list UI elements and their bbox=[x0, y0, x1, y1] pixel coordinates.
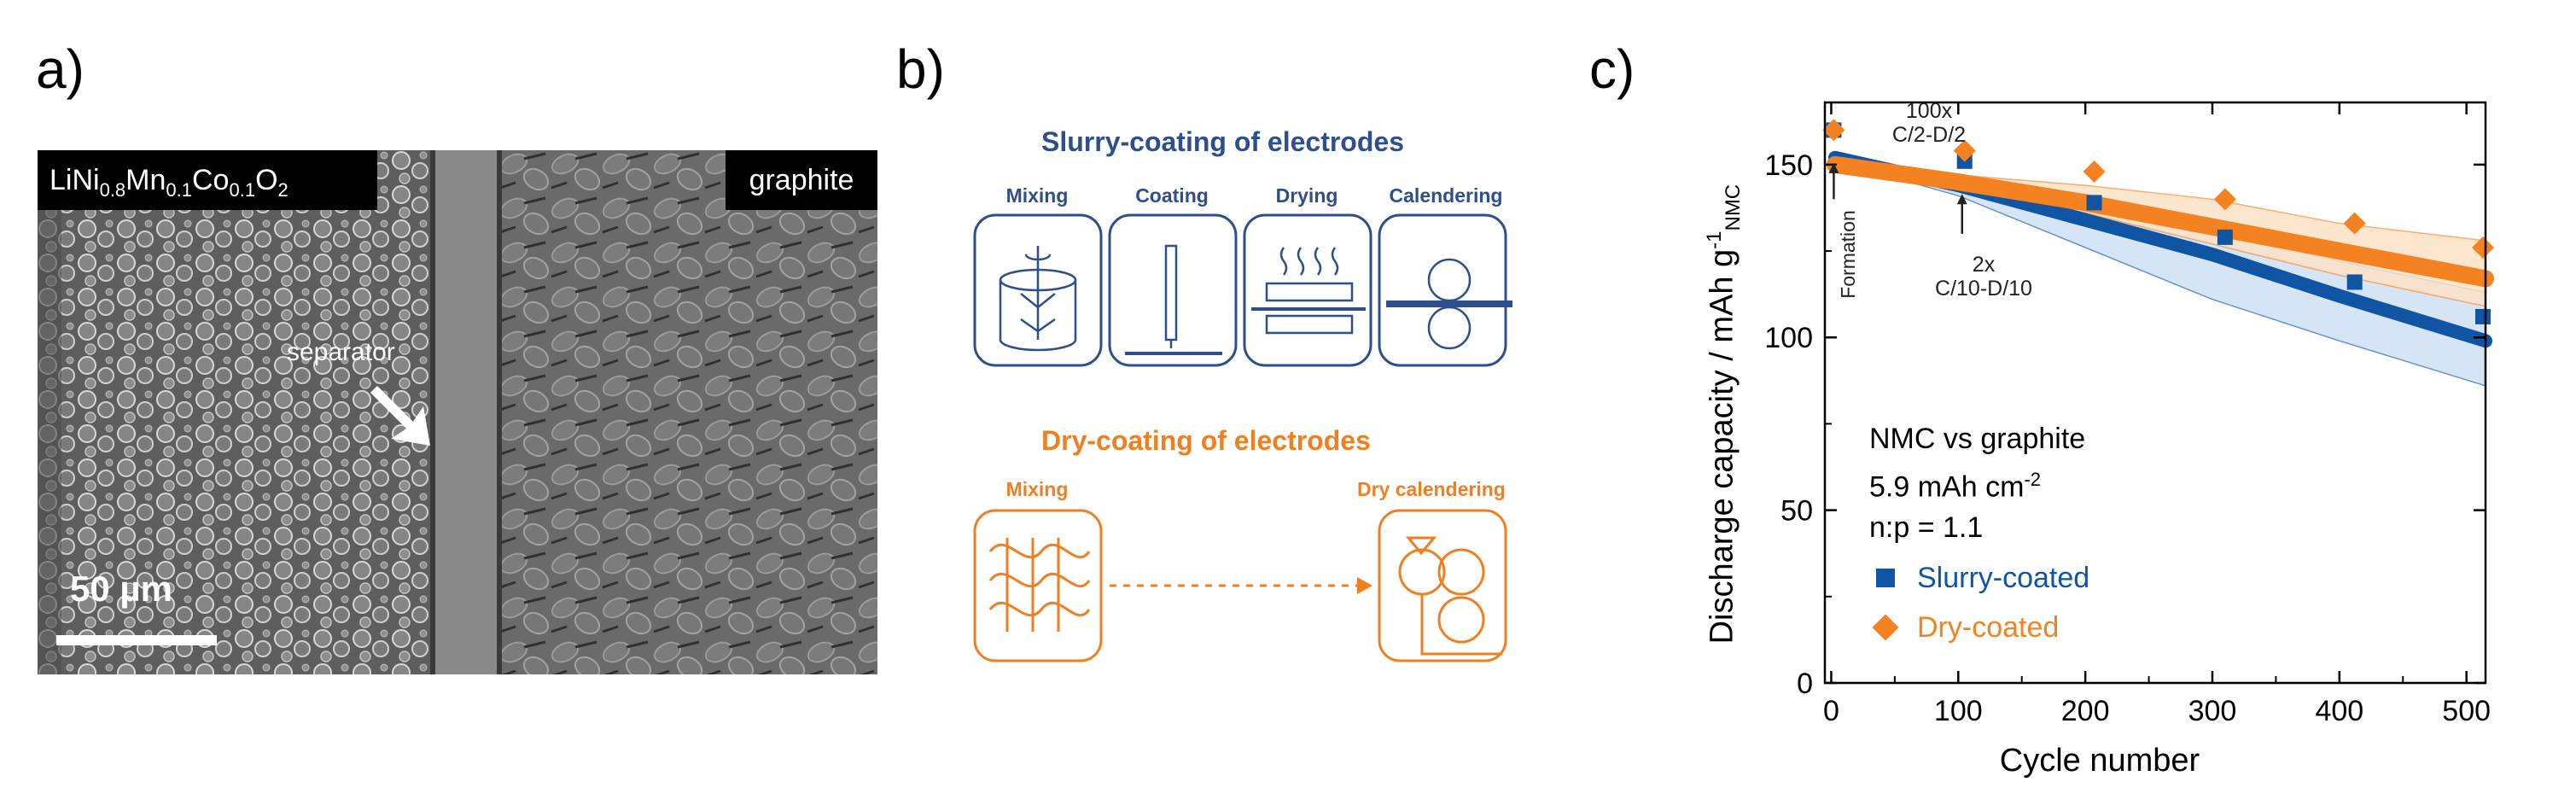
slurry-step-mixing: Mixing bbox=[1005, 184, 1069, 207]
y-tick-label-2: 100 bbox=[1764, 322, 1813, 354]
series-1-marker-2 bbox=[2083, 160, 2106, 183]
anode-material-label: graphite bbox=[726, 150, 877, 210]
x-tick-label-4: 400 bbox=[2315, 695, 2363, 727]
series-1-marker-0 bbox=[1822, 119, 1845, 142]
series-1-marker-4 bbox=[2343, 212, 2366, 235]
legend-item-dry: Dry-coated bbox=[1869, 603, 2089, 652]
x-tick-label-2: 200 bbox=[2061, 695, 2110, 727]
slurry-step-coating: Coating bbox=[1135, 184, 1209, 207]
dry-title: Dry-coating of electrodes bbox=[1041, 425, 1371, 456]
slurry-step-drying: Drying bbox=[1275, 184, 1338, 207]
x-tick-label-5: 500 bbox=[2442, 695, 2491, 727]
info-line-2: 5.9 mAh cm-2 bbox=[1869, 469, 2041, 504]
capacity-chart: 0 100 200 300 400 500 0 50 100 150 100x C/2-D/2 2… bbox=[1673, 51, 2526, 802]
process-arrowhead-icon bbox=[1357, 577, 1373, 594]
y-tick-label-0: 0 bbox=[1797, 668, 1813, 700]
separator-label: separator bbox=[287, 338, 395, 366]
series-line-1 bbox=[1826, 155, 2494, 288]
rate-annotation-slow: 2x C/10-D/10 bbox=[1935, 253, 2032, 300]
rate-annotation-fast: 100x C/2-D/2 bbox=[1891, 99, 1967, 147]
legend-item-slurry: Slurry-coated bbox=[1869, 553, 2089, 603]
x-tick-label-1: 100 bbox=[1934, 695, 1983, 727]
sem-texture bbox=[38, 150, 877, 674]
legend: Slurry-coated Dry-coated bbox=[1869, 553, 2089, 652]
scale-bar-label: 50 µm bbox=[70, 569, 172, 609]
separator-arrow-icon bbox=[370, 386, 430, 446]
dry-step-mixing: Mixing bbox=[1005, 478, 1069, 500]
dry-step-icons bbox=[973, 509, 1507, 662]
process-schematic: Slurry-coating of electrodes Mixing Coat… bbox=[956, 102, 1536, 683]
x-tick-label-0: 0 bbox=[1823, 695, 1839, 727]
x-tick-label-3: 300 bbox=[2188, 695, 2237, 727]
rate-change-arrowhead-icon bbox=[1956, 194, 1967, 205]
series-0-marker-3 bbox=[2217, 229, 2233, 245]
series-1-marker-3 bbox=[2213, 188, 2236, 211]
scale-bar bbox=[56, 635, 217, 645]
slurry-step-icons bbox=[973, 213, 1512, 367]
dry-calender-rolls-icon bbox=[1398, 536, 1502, 656]
series-1-marker-1 bbox=[1953, 139, 1976, 162]
dry-step-calendering: Dry calendering bbox=[1357, 478, 1506, 500]
cathode-material-label: LiNi0.8Mn0.1Co0.1O2 bbox=[38, 150, 377, 210]
legend-label-dry: Dry-coated bbox=[1917, 610, 2060, 644]
panel-c-letter: c) bbox=[1589, 38, 1635, 100]
calender-rolls-icon bbox=[1386, 258, 1512, 350]
info-block: NMC vs graphite 5.9 mAh cm-2 n:p = 1.1 bbox=[1869, 418, 2085, 548]
slurry-title: Slurry-coating of electrodes bbox=[1041, 126, 1404, 157]
band-0 bbox=[1834, 154, 2486, 386]
series-0-marker-5 bbox=[2475, 308, 2491, 324]
slurry-step-calendering: Calendering bbox=[1389, 184, 1503, 207]
panel-a-letter: a) bbox=[36, 38, 85, 100]
series-0-marker-4 bbox=[2346, 274, 2363, 290]
sem-cross-section-image: LiNi0.8Mn0.1Co0.1O2 graphite separator 5… bbox=[38, 150, 877, 674]
square-marker-icon bbox=[1876, 569, 1895, 587]
diamond-marker-icon bbox=[1872, 614, 1899, 641]
dry-mixer-icon bbox=[988, 538, 1091, 632]
info-line-1: NMC vs graphite bbox=[1869, 423, 2086, 455]
x-axis-label: Cycle number bbox=[1999, 743, 2200, 779]
y-axis-label: Discharge capacity / mAh g-1NMC bbox=[1702, 184, 1746, 645]
series-1-marker-5 bbox=[2472, 236, 2495, 259]
capacity-chart-svg: 0 100 200 300 400 500 0 50 100 150 bbox=[1764, 101, 2495, 727]
formation-annotation: Formation bbox=[1837, 210, 1859, 299]
plot-frame bbox=[1823, 101, 2487, 685]
mixer-icon bbox=[999, 246, 1077, 352]
series-0-marker-2 bbox=[2086, 195, 2102, 211]
coating-blade-icon bbox=[1125, 244, 1222, 355]
y-tick-label-1: 50 bbox=[1780, 495, 1813, 528]
band-1 bbox=[1834, 160, 2486, 306]
formation-arrowhead-icon bbox=[1828, 162, 1839, 173]
info-line-3: n:p = 1.1 bbox=[1869, 511, 1984, 545]
band-lower-edge-0 bbox=[1834, 160, 2486, 387]
legend-label-slurry: Slurry-coated bbox=[1917, 561, 2090, 594]
y-tick-label-3: 150 bbox=[1764, 149, 1813, 182]
drying-oven-icon bbox=[1251, 247, 1366, 335]
panel-b-letter: b) bbox=[896, 38, 945, 100]
